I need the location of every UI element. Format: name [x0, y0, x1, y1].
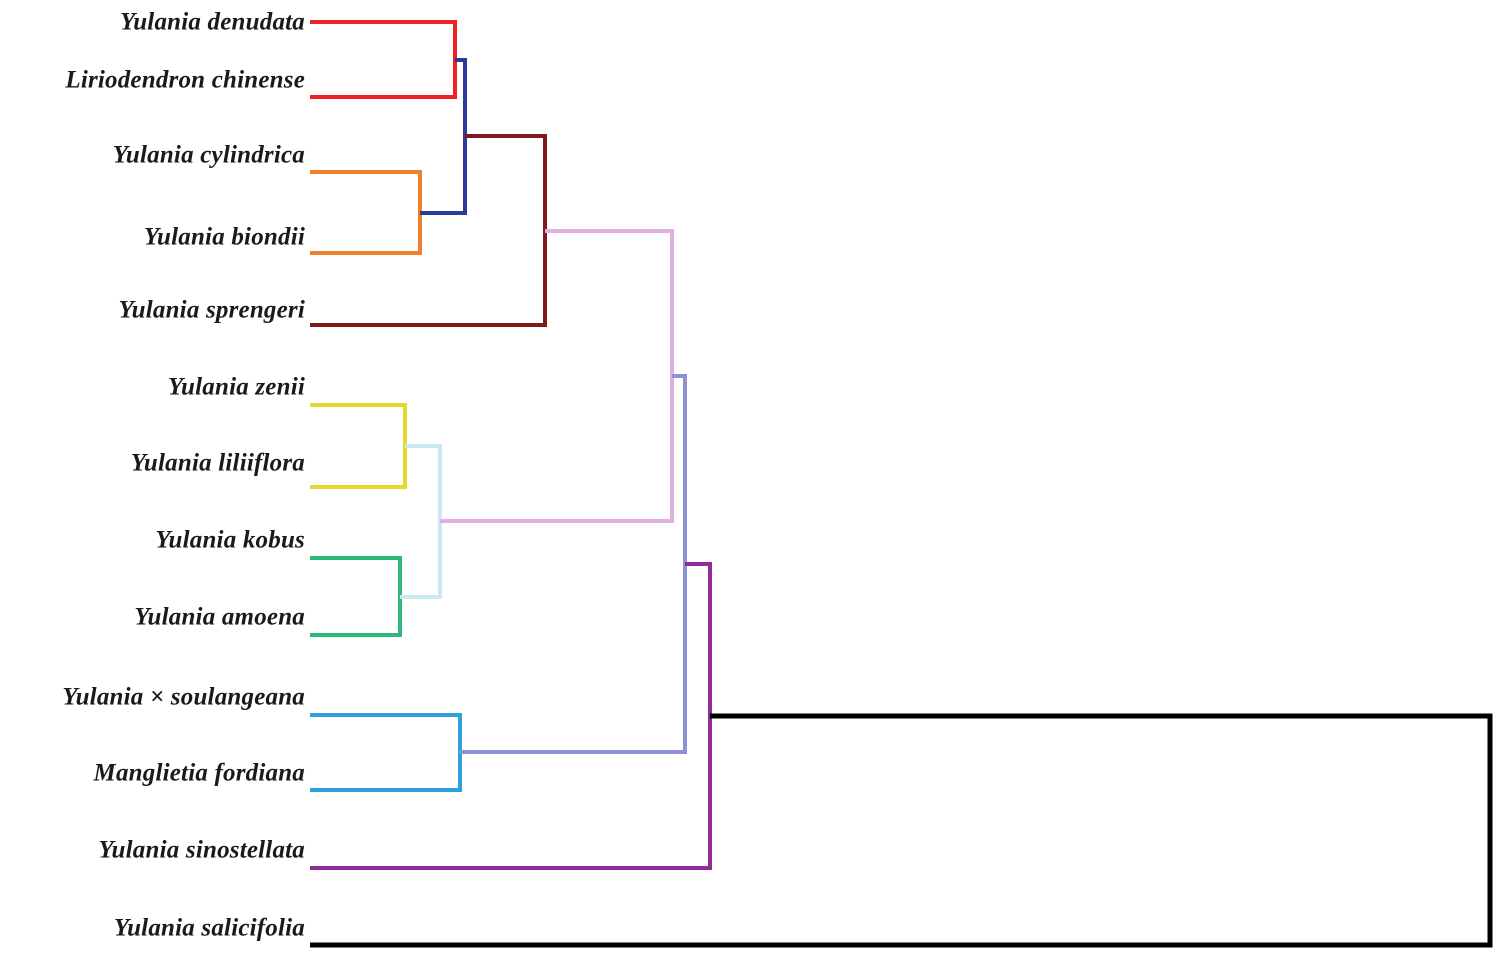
branch-orange — [310, 170, 422, 255]
taxon-label: Yulania sprengeri — [118, 296, 305, 324]
branch-red — [310, 20, 457, 99]
branch-yellow — [310, 403, 407, 489]
taxon-label: Yulania sinostellata — [98, 836, 305, 864]
taxon-label: Yulania liliiflora — [130, 449, 305, 477]
taxon-label: Yulania × soulangeana — [62, 683, 305, 711]
taxon-label: Liriodendron chinense — [65, 66, 305, 94]
taxon-label: Manglietia fordiana — [93, 759, 305, 787]
taxon-label: Yulania amoena — [134, 603, 305, 631]
branch-dark-blue — [420, 58, 467, 215]
taxon-label: Yulania zenii — [167, 373, 305, 401]
branch-periwinkle — [460, 374, 687, 754]
branch-green — [310, 556, 402, 637]
taxon-label: Yulania denudata — [120, 8, 305, 36]
branch-sky-blue — [310, 713, 462, 792]
taxon-label: Yulania salicifolia — [113, 914, 305, 942]
branch-plum — [440, 229, 674, 523]
taxon-label: Yulania cylindrica — [112, 141, 305, 169]
branch-maroon — [310, 134, 547, 327]
branch-black-root — [310, 713, 1493, 948]
taxon-label: Yulania kobus — [155, 526, 305, 554]
taxon-label: Yulania biondii — [143, 223, 305, 251]
